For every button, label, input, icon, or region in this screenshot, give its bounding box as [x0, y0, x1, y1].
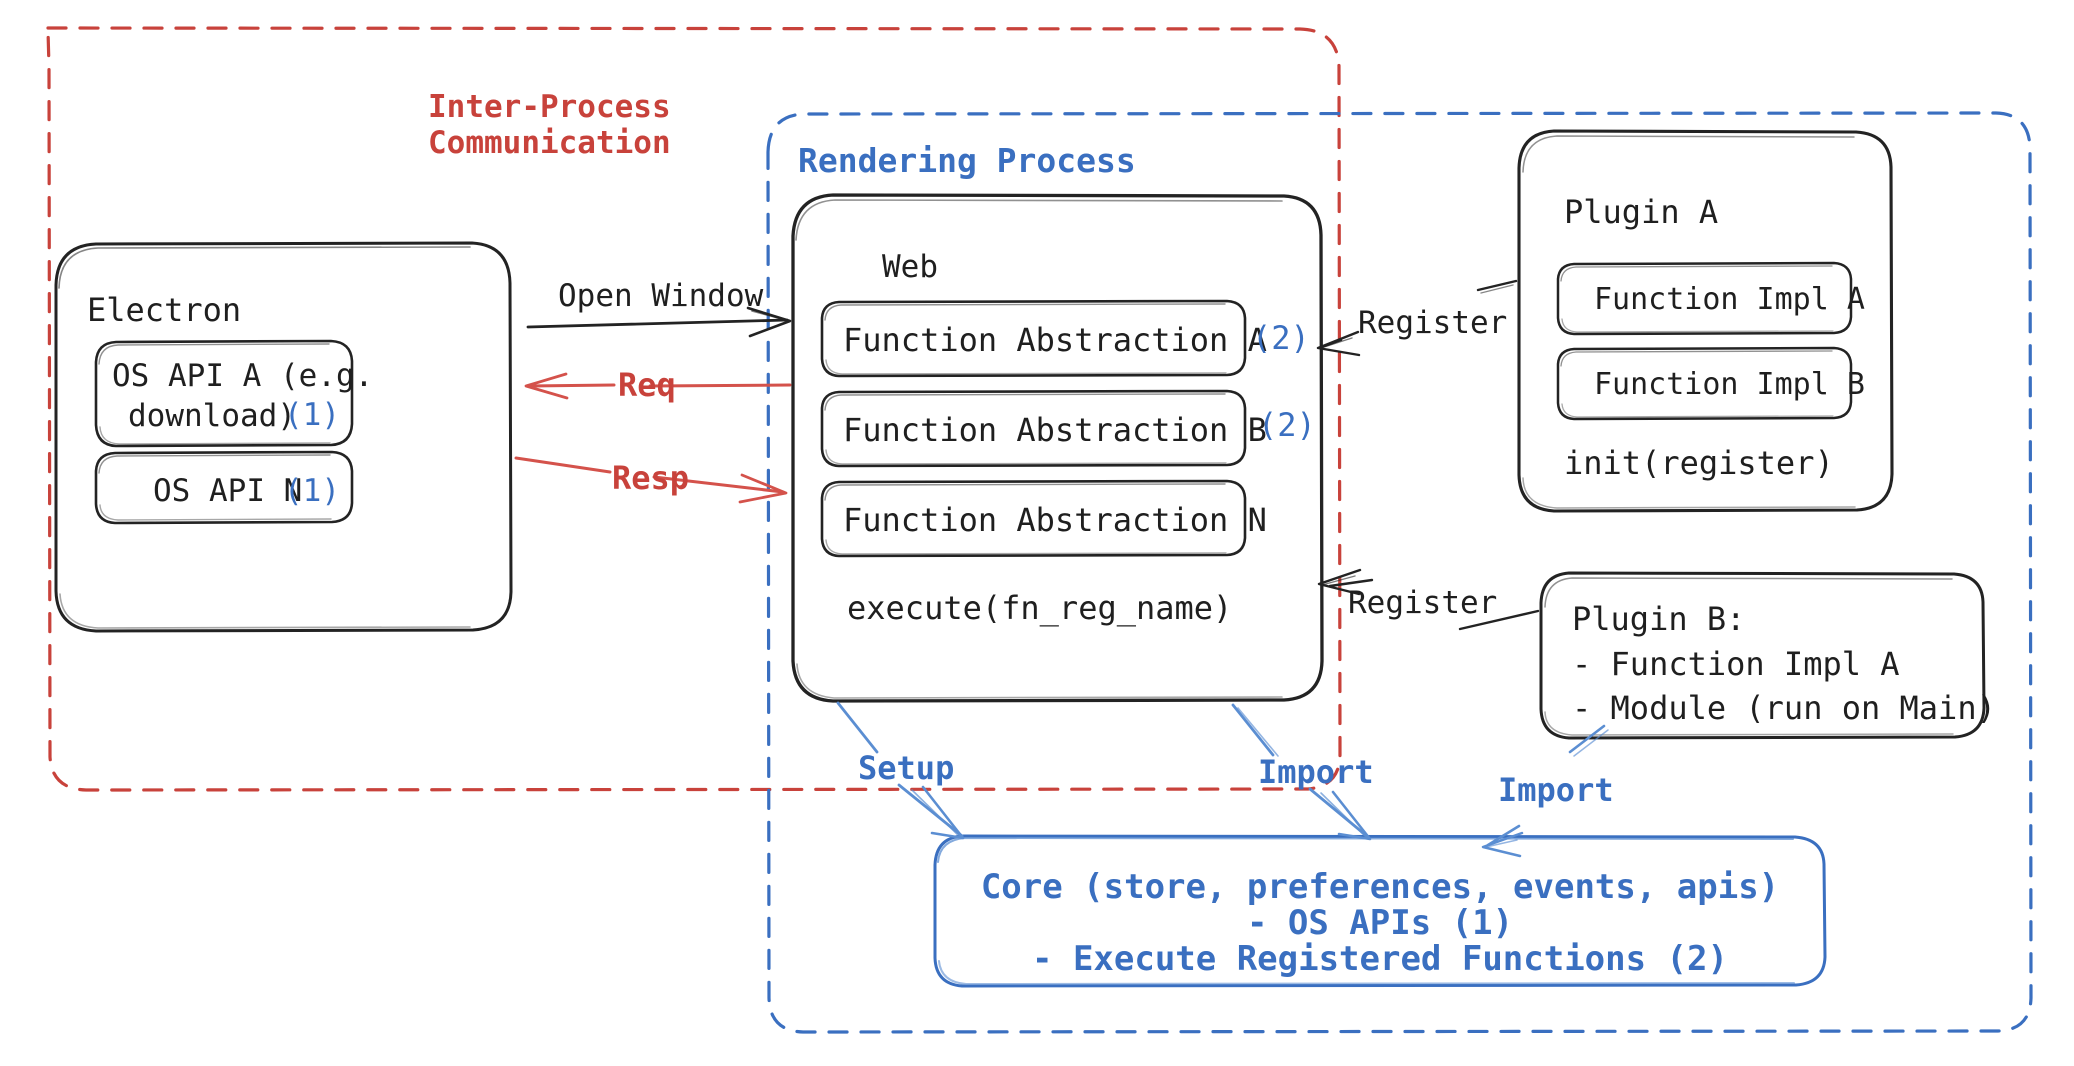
resp-arrow — [514, 456, 788, 504]
function-abstraction-n-box-outline — [820, 479, 1247, 558]
os-api-n-box-outline — [94, 450, 354, 525]
function-abstraction-a-label[interactable]: Function Abstraction A — [843, 321, 1267, 359]
plugin-a-title: Plugin A — [1564, 193, 1719, 231]
os-api-n-label[interactable]: OS API N — [153, 473, 303, 509]
rendering-process-label: Rendering Process — [798, 141, 1136, 180]
plugin-b-line-1: - Function Impl A — [1572, 645, 1900, 683]
edge-label-open-window: Open Window — [558, 278, 764, 314]
ipc-container-label-line1: Inter-Process — [428, 89, 671, 125]
web-title: Web — [882, 249, 938, 285]
function-abstraction-b-box-outline — [820, 389, 1247, 468]
function-abstraction-a-box-outline — [820, 299, 1247, 378]
function-impl-a-label[interactable]: Function Impl A — [1594, 282, 1865, 317]
function-abstraction-b-marker: (2) — [1258, 406, 1316, 444]
edge-label-setup: Setup — [858, 749, 955, 787]
edge-label-register-plugin-b: Register — [1348, 585, 1498, 621]
plugin-b-box-outline — [1539, 571, 1986, 740]
setup-arrow — [836, 701, 965, 840]
ipc-container-outline — [46, 26, 1342, 792]
open-window-arrow — [526, 306, 792, 338]
import-plugin-b-arrow — [1481, 724, 1609, 858]
function-impl-b-label[interactable]: Function Impl B — [1594, 367, 1865, 402]
os-api-a-label[interactable]: OS API A (e.g. download) — [112, 358, 373, 434]
edge-label-import-plugin-b: Import — [1498, 771, 1614, 809]
function-abstraction-n-label[interactable]: Function Abstraction N — [843, 501, 1267, 539]
edge-label-register-plugin-a: Register — [1358, 305, 1508, 341]
plugin-b-title: Plugin B: — [1572, 600, 1746, 638]
os-api-a-box-outline — [94, 339, 354, 448]
register-plugin-b-arrow — [1317, 568, 1540, 631]
web-execute-label: execute(fn_reg_name) — [847, 589, 1233, 627]
core-line-1: Core (store, preferences, events, apis) — [980, 867, 1780, 907]
rendering-process-container-outline — [766, 111, 2033, 1034]
req-arrow — [524, 372, 792, 400]
os-api-n-marker: (1) — [284, 473, 340, 509]
core-box-outline — [933, 834, 1827, 988]
import-web-arrow — [1231, 703, 1372, 841]
function-abstraction-a-marker: (2) — [1252, 319, 1310, 357]
plugin-b-line-2: - Module (run on Main) — [1572, 689, 1996, 727]
ipc-container-label-line2: Communication — [428, 125, 671, 161]
function-impl-b-box-outline — [1556, 346, 1853, 421]
function-abstraction-b-label[interactable]: Function Abstraction B — [843, 411, 1267, 449]
edge-label-import-web: Import — [1258, 753, 1374, 791]
core-line-3: - Execute Registered Functions (2) — [1032, 939, 1728, 979]
edge-label-req: Req — [618, 366, 676, 404]
register-plugin-a-arrow — [1316, 279, 1518, 357]
plugin-a-init-label: init(register) — [1564, 444, 1834, 482]
os-api-a-marker: (1) — [284, 397, 340, 433]
core-line-2: - OS APIs (1) — [1246, 903, 1514, 943]
edge-label-resp: Resp — [612, 459, 690, 497]
electron-title: Electron — [87, 291, 242, 329]
function-impl-a-box-outline — [1556, 261, 1853, 336]
